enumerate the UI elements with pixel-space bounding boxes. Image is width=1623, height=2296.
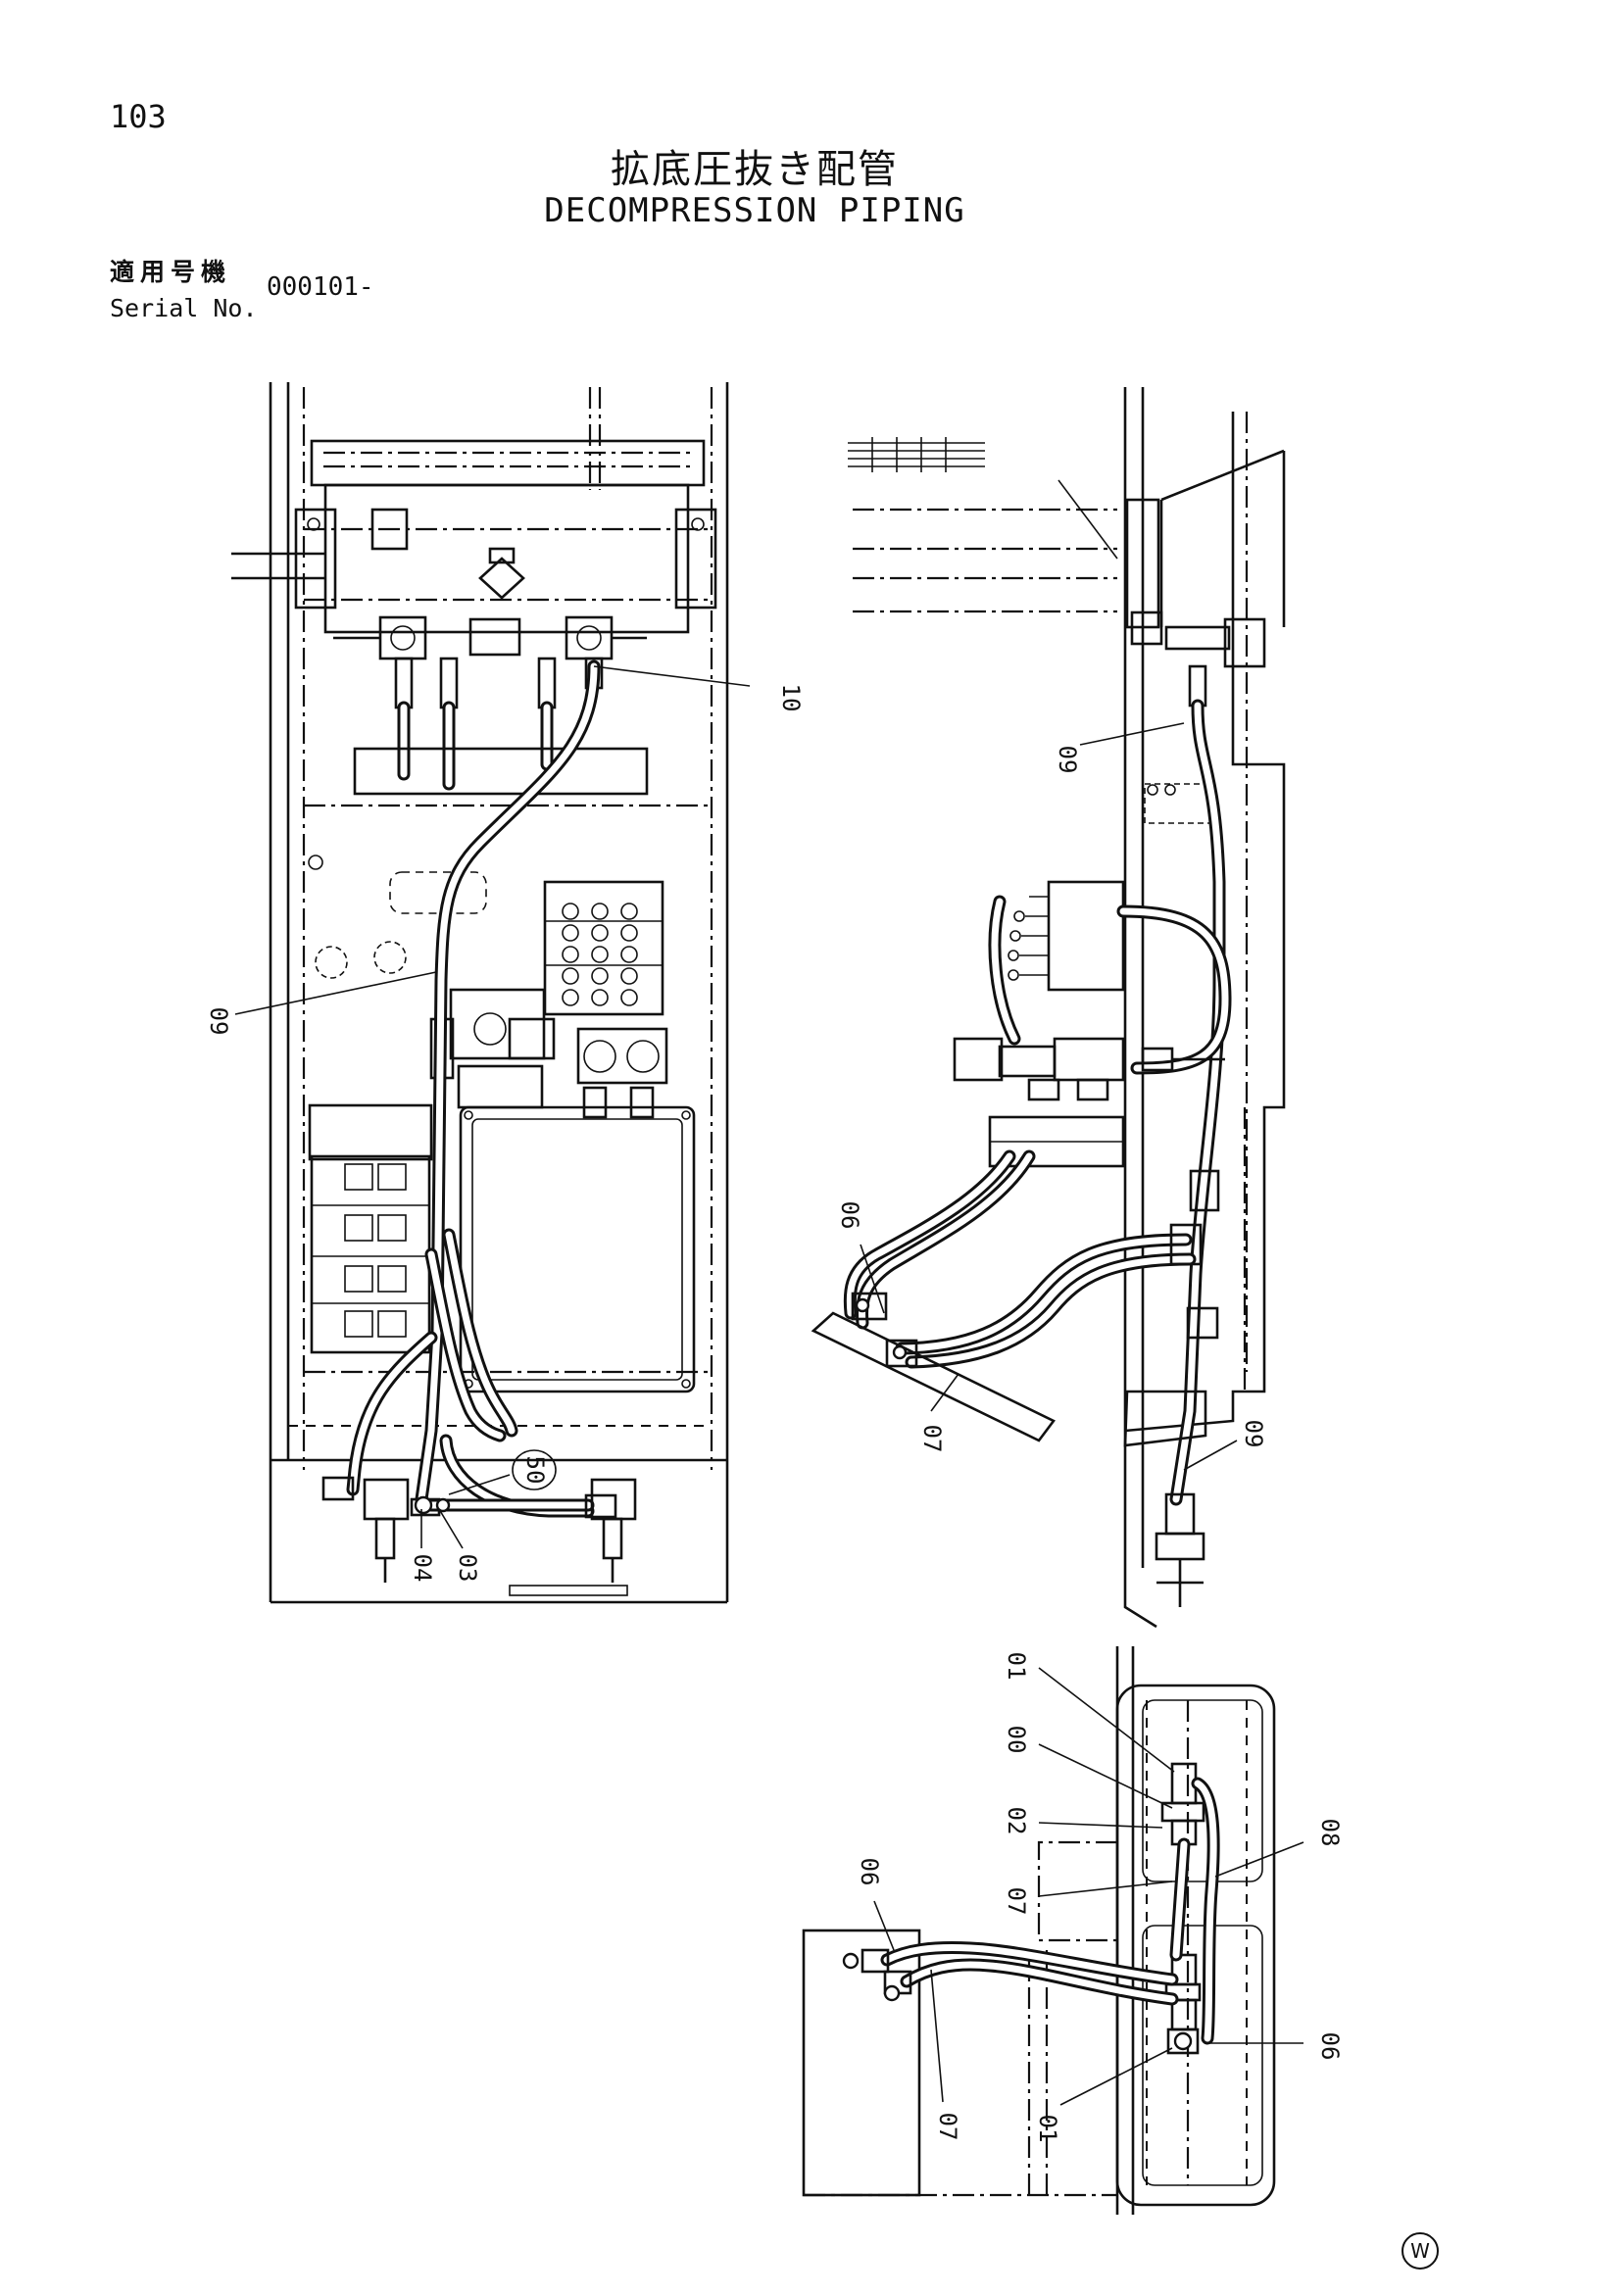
part-label: 10 [777,684,805,712]
serial-label: Serial No. [110,294,258,322]
part-label: 07 [918,1425,946,1453]
page-title-japanese: 拡底圧抜き配管 [611,147,899,192]
part-label: 07 [1003,1887,1030,1916]
part-label: 04 [409,1554,436,1583]
part-label: 09 [205,1007,232,1036]
circled-label: 50 [521,1456,549,1485]
page-number: 103 [110,98,167,135]
serial-label-japanese: 適用号機 [110,258,232,286]
part-label: 06 [856,1858,883,1886]
corner-mark-w: W [1402,2232,1439,2270]
part-label: 09 [1240,1420,1267,1448]
part-label: 08 [1316,1819,1344,1847]
part-label: 07 [934,2113,961,2141]
part-label: 03 [454,1554,481,1583]
right-view: 09 06 07 09 [811,387,1286,1629]
part-label: 01 [1003,1652,1030,1681]
part-label: 02 [1003,1807,1030,1835]
part-label: 06 [836,1201,863,1230]
bottom-view: 01 00 02 07 06 07 01 08 06 [802,1646,1344,2215]
page-title: DECOMPRESSION PIPING [544,191,965,230]
serial-number-value: 000101- [267,272,374,302]
left-view: 50 10 09 04 03 [205,382,805,1604]
part-label: 06 [1316,2032,1344,2061]
part-label: 01 [1034,2115,1061,2143]
part-label: 00 [1003,1726,1030,1754]
part-label: 09 [1054,746,1081,774]
